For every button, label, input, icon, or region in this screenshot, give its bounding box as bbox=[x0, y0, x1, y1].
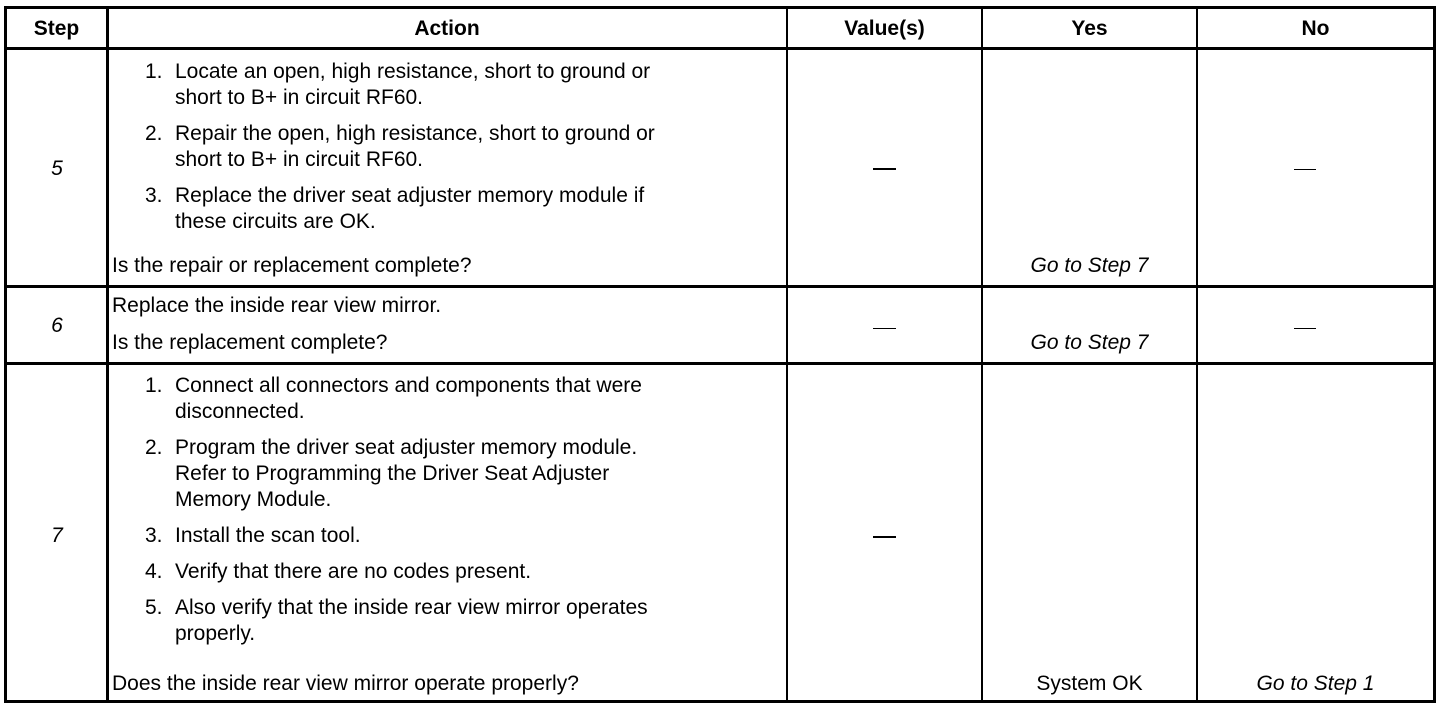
row-divider-5 bbox=[7, 285, 1433, 288]
col-divider-values bbox=[981, 9, 983, 700]
col-divider-step bbox=[106, 9, 109, 700]
row-divider-6 bbox=[7, 362, 1433, 365]
list-item: 3. Replace the driver seat adjuster memo… bbox=[145, 184, 645, 233]
list-item: 2. Repair the open, high resistance, sho… bbox=[145, 122, 655, 171]
value-dash-5 bbox=[873, 168, 896, 170]
yes-answer-6: Go to Step 7 bbox=[1030, 331, 1149, 354]
list-item: 3. Install the scan tool. bbox=[145, 524, 361, 547]
step-number-5: 5 bbox=[51, 157, 63, 180]
step-number-6: 6 bbox=[51, 314, 63, 337]
statement-6: Replace the inside rear view mirror. bbox=[112, 294, 442, 317]
yes-answer-7: System OK bbox=[1036, 672, 1143, 695]
question-7: Does the inside rear view mirror operate… bbox=[112, 672, 579, 695]
action-list-7: 1. Connect all connectors and components… bbox=[135, 373, 785, 647]
header-action: Action bbox=[414, 17, 480, 40]
list-item: 4. Verify that there are no codes presen… bbox=[145, 560, 532, 583]
col-divider-action bbox=[786, 9, 788, 700]
diagnostic-table: Step Action Value(s) Yes No 5 1. Locate … bbox=[4, 6, 1436, 703]
no-dash-6 bbox=[1294, 328, 1316, 329]
yes-answer-5: Go to Step 7 bbox=[1030, 254, 1149, 277]
header-no: No bbox=[1301, 17, 1330, 40]
list-item: 1. Locate an open, high resistance, shor… bbox=[145, 60, 651, 109]
value-dash-6 bbox=[873, 328, 896, 329]
question-6: Is the replacement complete? bbox=[112, 331, 388, 354]
header-step: Step bbox=[33, 17, 80, 40]
col-divider-yes bbox=[1196, 9, 1198, 700]
step-number-7: 7 bbox=[51, 524, 63, 547]
action-list-5: 1. Locate an open, high resistance, shor… bbox=[135, 59, 785, 235]
no-dash-5 bbox=[1294, 169, 1316, 170]
list-item: 1. Connect all connectors and components… bbox=[145, 374, 642, 423]
list-item: 5. Also verify that the inside rear view… bbox=[145, 596, 648, 645]
question-5: Is the repair or replacement complete? bbox=[112, 254, 472, 277]
header-yes: Yes bbox=[1071, 17, 1108, 40]
list-item: 2. Program the driver seat adjuster memo… bbox=[145, 436, 638, 511]
no-answer-7: Go to Step 1 bbox=[1256, 672, 1375, 695]
header-values: Value(s) bbox=[844, 17, 925, 40]
header-divider bbox=[7, 47, 1433, 50]
value-dash-7 bbox=[873, 536, 896, 538]
